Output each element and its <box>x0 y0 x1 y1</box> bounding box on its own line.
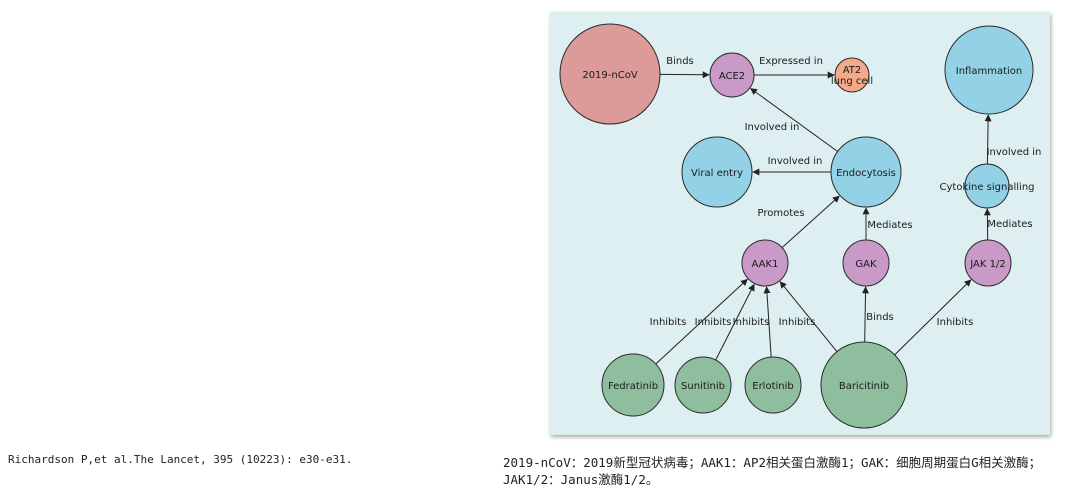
node-label-suni: Sunitinib <box>681 381 725 392</box>
node-circle-inflam <box>944 25 1034 115</box>
node-label-fed: Fedratinib <box>608 381 658 392</box>
citation-text: Richardson P,et al.The Lancet, 395 (1022… <box>8 453 353 466</box>
node-circle-at2 <box>834 57 870 93</box>
pathway-diagram: Binds Expressed in Involved in Involved in P… <box>550 12 1050 435</box>
edge-bari-to-aak1 <box>779 281 838 352</box>
edge-bari-to-jak <box>894 279 972 356</box>
node-ncov: 2019-nCoV <box>559 23 661 125</box>
edge-label-gak-to-endo: Mediates <box>867 220 912 231</box>
node-circle-fed <box>601 353 665 417</box>
node-circle-cyto <box>964 163 1010 209</box>
node-label-jak: JAK 1/2 <box>969 259 1005 270</box>
node-circle-endo <box>830 136 902 208</box>
edge-cyto-to-inflam <box>984 114 992 165</box>
node-label-inflam: Inflammation <box>956 66 1022 77</box>
node-label-bari: Baricitinib <box>839 381 889 392</box>
edge-label-endo-to-viral: Involved in <box>768 156 823 167</box>
node-circle-bari <box>820 341 908 429</box>
edge-aak1-to-endo <box>781 195 840 248</box>
node-circle-aak1 <box>741 239 789 287</box>
node-circle-suni <box>674 356 732 414</box>
edge-label-erlo-to-aak1: Inhibits <box>733 317 770 328</box>
node-label-cyto: Cytokine signalling <box>940 182 1035 193</box>
node-cyto: Cytokine signalling <box>940 163 1035 209</box>
node-aak1: AAK1 <box>741 239 789 287</box>
node-label-gak: GAK <box>855 259 877 270</box>
node-circle-viral <box>681 136 753 208</box>
node-circle-erlo <box>744 356 802 414</box>
edge-label-endo-to-ace2: Involved in <box>745 122 800 133</box>
edge-label-jak-to-cyto: Mediates <box>987 219 1032 230</box>
edge-label-bari-to-gak: Binds <box>866 312 894 323</box>
edge-suni-to-aak1 <box>715 283 755 361</box>
edge-bari-to-gak <box>862 286 870 343</box>
node-gak: GAK <box>842 239 890 287</box>
node-fed: Fedratinib <box>601 353 665 417</box>
edge-label-aak1-to-endo: Promotes <box>757 208 804 219</box>
node-circle-ncov <box>559 23 661 125</box>
figure-caption: 2019-nCoV：2019新型冠状病毒；AAK1：AP2相关蛋白激酶1；GAK… <box>503 455 1042 487</box>
edges-layer: Binds Expressed in Involved in Involved in P… <box>650 56 1042 365</box>
node-label-ace2: ACE2 <box>719 71 745 82</box>
node-label-viral: Viral entry <box>691 168 743 179</box>
node-endo: Endocytosis <box>830 136 902 208</box>
node-label-aak1: AAK1 <box>752 259 779 270</box>
node-viral: Viral entry <box>681 136 753 208</box>
node-suni: Sunitinib <box>674 356 732 414</box>
node-label-at2: AT2 <box>843 65 862 76</box>
edge-fed-to-aak1 <box>655 278 748 365</box>
node-label-endo: Endocytosis <box>836 168 896 179</box>
node-label2-at2: lung cell <box>831 76 873 87</box>
node-bari: Baricitinib <box>820 341 908 429</box>
edge-label-bari-to-jak: Inhibits <box>937 317 974 328</box>
edge-label-ncov-to-ace2: Binds <box>666 56 694 67</box>
node-erlo: Erlotinib <box>744 356 802 414</box>
edge-label-bari-to-aak1: Inhibits <box>779 317 816 328</box>
node-label-ncov: 2019-nCoV <box>582 70 637 81</box>
edge-label-suni-to-aak1: Inhibits <box>695 317 732 328</box>
node-circle-ace2 <box>709 52 755 98</box>
diagram-canvas: Binds Expressed in Involved in Involved in P… <box>550 12 1050 435</box>
node-ace2: ACE2 <box>709 52 755 98</box>
node-label-erlo: Erlotinib <box>752 381 794 392</box>
node-inflam: Inflammation <box>944 25 1034 115</box>
node-circle-gak <box>842 239 890 287</box>
edge-label-cyto-to-inflam: Involved in <box>987 147 1042 158</box>
edge-endo-to-ace2 <box>750 88 838 152</box>
node-circle-jak <box>964 239 1012 287</box>
edge-erlo-to-aak1 <box>763 286 772 358</box>
node-jak: JAK 1/2 <box>964 239 1012 287</box>
edge-label-fed-to-aak1: Inhibits <box>650 317 687 328</box>
edge-label-ace2-to-at2: Expressed in <box>759 56 823 67</box>
